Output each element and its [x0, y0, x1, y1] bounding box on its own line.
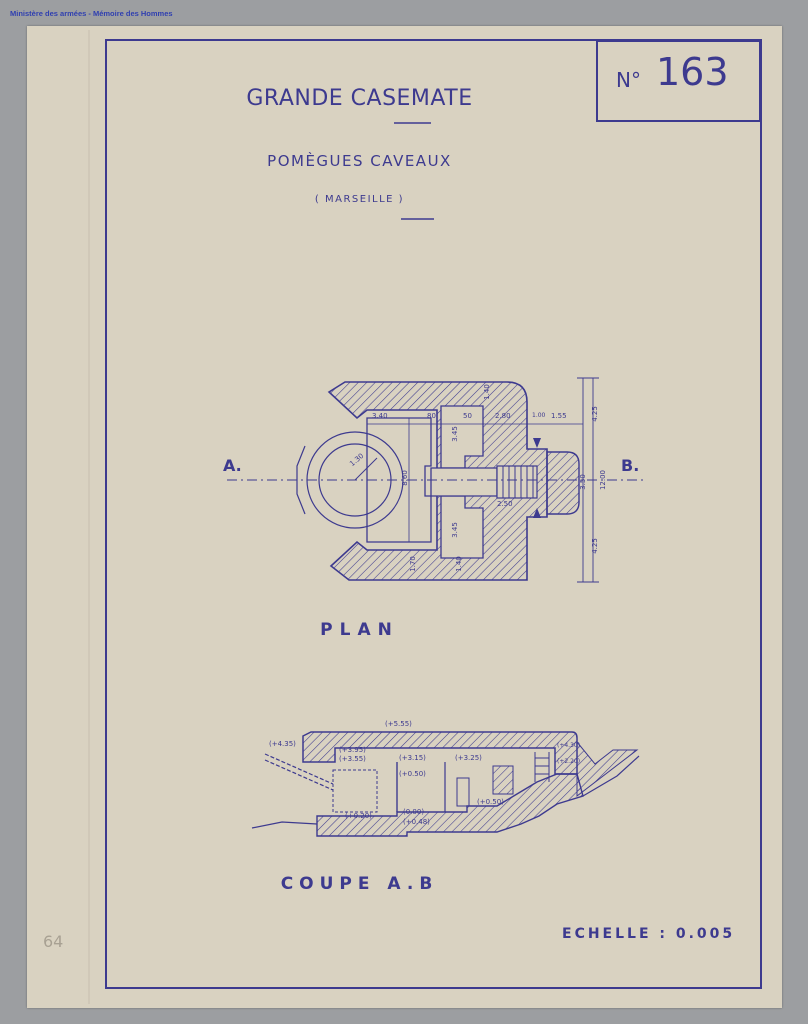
level-label: (+3.25) — [455, 754, 482, 762]
plan-stairs — [496, 465, 538, 499]
dim-label: 80 — [427, 412, 436, 420]
dim-label: 8.60 — [400, 470, 409, 486]
plan-gun-radius — [354, 457, 378, 481]
dim-label: 1.00 — [532, 412, 546, 419]
dim-label: 1.40 — [454, 556, 463, 572]
dim-label: 1.55 — [551, 412, 567, 420]
dim-label: 3.50 — [578, 474, 587, 490]
drawing-title: GRANDE CASEMATE — [246, 86, 473, 111]
plan-corridor — [430, 467, 498, 497]
section-marker-a: A. — [223, 456, 242, 475]
drawing-subtitle: POMÈGUES CAVEAUX — [267, 152, 452, 170]
dim-label: 12.00 — [599, 469, 608, 491]
drawing-number: 163 — [656, 50, 729, 94]
section-ground — [251, 821, 318, 829]
section-door-2 — [492, 765, 514, 795]
dim-label: 4.25 — [590, 406, 599, 422]
section-view — [251, 731, 640, 837]
section-marker-b: B. — [621, 456, 640, 475]
section-door-1 — [456, 777, 470, 807]
dim-label: 3.45 — [450, 426, 459, 442]
dim-label: 1.70 — [408, 556, 417, 572]
level-label: (+0.20) — [345, 812, 372, 820]
drawing-sheet: GRANDE CASEMATE POMÈGUES CAVEAUX ( MARSE… — [27, 26, 782, 1008]
number-label: N° — [616, 68, 641, 92]
dim-label: 3.45 — [450, 522, 459, 538]
section-label: COUPE A.B — [280, 874, 439, 894]
dim-label: 1.40 — [482, 384, 491, 400]
level-label: (+4.35) — [269, 740, 296, 748]
section-floor — [316, 773, 584, 837]
section-gun-barrel — [264, 753, 334, 785]
level-label: (+5.55) — [385, 720, 412, 728]
level-label: (+2.20) — [557, 758, 581, 765]
section-gun-carriage — [332, 769, 378, 813]
section-earth-right — [576, 740, 639, 798]
level-label: (+4.30) — [557, 742, 581, 749]
drawing-location: ( MARSEILLE ) — [314, 194, 405, 205]
level-label: (+3.95) — [339, 746, 366, 754]
pencil-note: 64 — [43, 932, 64, 951]
drawing-frame — [105, 39, 762, 989]
level-label: (+0.50) — [399, 770, 426, 778]
level-label: (+0.48) — [403, 818, 430, 826]
plan-view — [227, 377, 643, 583]
section-roof — [302, 731, 578, 775]
archive-watermark: Ministère des armées - Mémoire des Homme… — [10, 9, 173, 18]
level-label: (0.00) — [403, 808, 425, 816]
dim-label: 3.40 — [372, 412, 388, 420]
scale-label: ECHELLE : 0.005 — [562, 926, 736, 942]
dim-label: 2.50 — [497, 500, 513, 508]
drawing-number-box: N° 163 — [596, 40, 761, 122]
drawing-canvas — [88, 30, 762, 1004]
plan-exit-bump — [546, 451, 580, 515]
section-ladder — [534, 752, 550, 782]
dim-label: 50 — [463, 412, 472, 420]
level-label: (+3.15) — [399, 754, 426, 762]
dim-label: 2.80 — [495, 412, 511, 420]
plan-room-left — [366, 417, 432, 543]
plan-label: PLAN — [320, 620, 399, 640]
level-label: (+0.50) — [477, 798, 504, 806]
level-label: (+3.55) — [339, 755, 366, 763]
dim-label: 4.25 — [590, 538, 599, 554]
